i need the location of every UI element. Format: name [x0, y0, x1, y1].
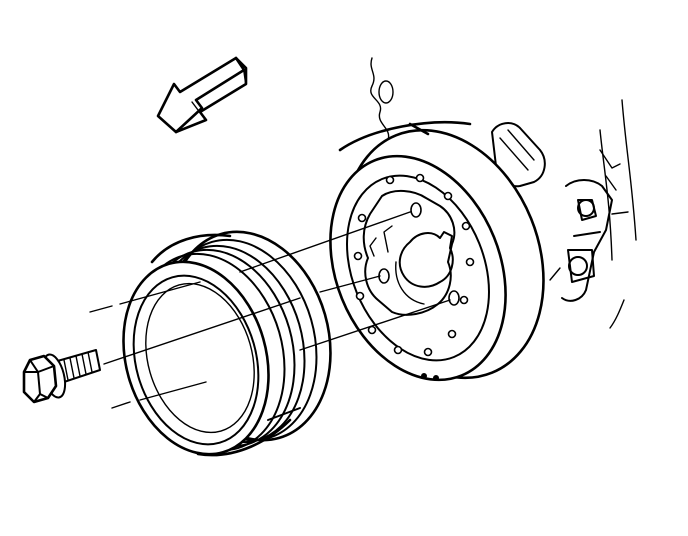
engine-block	[370, 57, 637, 329]
crankshaft-balancer	[329, 121, 545, 382]
multi-groove-pulley	[122, 230, 332, 457]
alignment-lines	[89, 211, 451, 409]
removal-direction-arrow-icon	[156, 56, 248, 134]
bolt-hole-top	[410, 202, 422, 218]
hex-bolt-icon	[22, 349, 101, 404]
bolt-hole-bottom	[448, 290, 460, 306]
alignment-line-top-dash	[89, 305, 113, 313]
